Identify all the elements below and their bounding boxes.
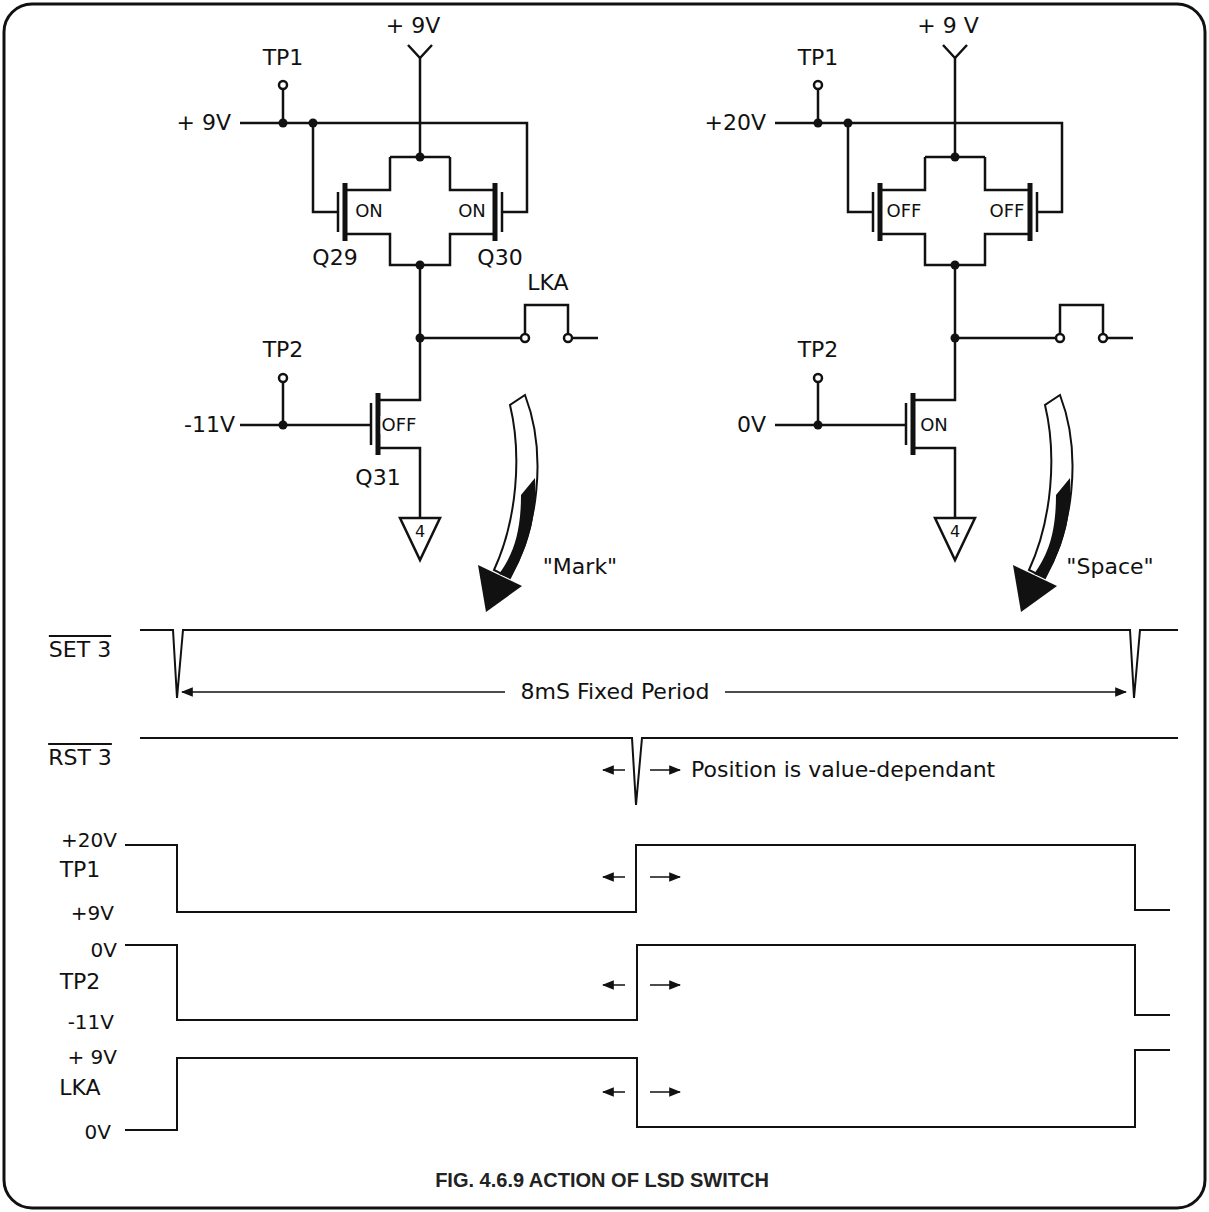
voltage-label: +20V (704, 112, 767, 134)
left-circuit (240, 45, 598, 612)
level-label: +9V (70, 903, 115, 923)
level-label: -11V (67, 1012, 115, 1032)
page-frame (4, 4, 1205, 1208)
supply-label: + 9 V (916, 15, 979, 37)
signal-name: RST 3 (47, 747, 113, 769)
shift-arrow (603, 770, 680, 1092)
level-label: 0V (84, 1122, 112, 1142)
part-label: Q31 (354, 467, 401, 489)
test-point-label: TP2 (797, 339, 840, 361)
link-label: LKA (526, 272, 569, 294)
state-label: OFF (886, 202, 923, 220)
voltage-label: + 9V (176, 112, 232, 134)
state-label: ON (457, 202, 487, 220)
signal-name: TP2 (59, 971, 102, 993)
waveform (125, 630, 1178, 1130)
test-point-label: TP2 (262, 339, 305, 361)
state-note: "Mark" (542, 556, 619, 578)
state-label: OFF (381, 416, 418, 434)
voltage-label: 0V (736, 414, 767, 436)
test-point-label: TP1 (797, 47, 840, 69)
signal-name: LKA (58, 1077, 101, 1099)
voltage-label: -11V (183, 414, 236, 436)
ground-number: 4 (414, 524, 426, 540)
state-label: ON (354, 202, 384, 220)
figure-caption: FIG. 4.6.9 ACTION OF LSD SWITCH (435, 1170, 769, 1190)
part-label: Q29 (311, 247, 358, 269)
signal-name: TP1 (59, 859, 102, 881)
level-label: + 9V (66, 1047, 118, 1067)
dimension-label: 8mS Fixed Period (520, 681, 711, 703)
state-label: OFF (989, 202, 1026, 220)
timing-note: Position is value-dependant (690, 759, 996, 781)
level-label: 0V (90, 940, 118, 960)
supply-label: + 9V (385, 15, 441, 37)
ground-number: 4 (949, 524, 961, 540)
state-label: ON (919, 416, 949, 434)
level-label: +20V (60, 830, 118, 850)
signal-name: SET 3 (48, 639, 112, 661)
state-note: "Space" (1065, 556, 1154, 578)
part-label: Q30 (476, 247, 523, 269)
test-point-label: TP1 (262, 47, 305, 69)
right-circuit (775, 45, 1133, 612)
